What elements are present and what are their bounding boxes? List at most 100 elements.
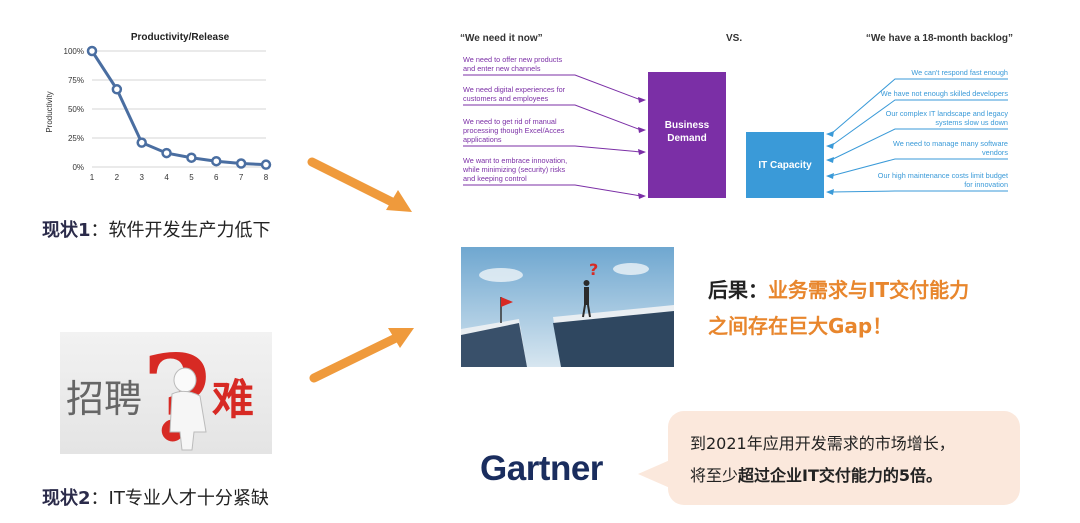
chart-series-line (90, 50, 267, 167)
business-demand-box (648, 72, 726, 198)
speech-bubble-tail (638, 460, 670, 488)
it-capacity-box (746, 132, 824, 198)
recruit-right-text: 难 (212, 375, 254, 424)
capacity-arrowhead-icon (826, 143, 834, 149)
status1-label: 现状1 (42, 220, 91, 241)
consequence-text: 后果：业务需求与IT交付能力 之间存在巨大Gap！ (708, 272, 1028, 344)
capacity-item-text: We need to manage many software (893, 139, 1008, 148)
chart-x-tick-label: 4 (164, 173, 169, 182)
recruitment-difficulty-image: 招聘 ? 难 (60, 332, 272, 454)
capacity-arrow-line (830, 78, 1008, 135)
demand-arrow-line (463, 104, 642, 131)
capacity-arrow-line (830, 158, 1008, 177)
capacity-item: We can't respond fast enough (826, 68, 1008, 137)
chart-x-tick-label: 3 (139, 173, 144, 182)
chart-data-point (186, 152, 197, 163)
bubble-line2-bold: 超过企业IT交付能力的5倍。 (738, 466, 943, 485)
orange-arrow-up-icon (309, 328, 414, 383)
demand-item-text: and keeping control (463, 174, 527, 183)
demand-item-text: We want to embrace innovation, (463, 156, 567, 165)
consequence-line1: 业务需求与IT交付能力 (768, 278, 970, 302)
capacity-arrow-line (830, 128, 1008, 161)
capacity-arrowhead-icon (826, 189, 834, 195)
consequence-label: 后果： (708, 278, 768, 302)
chart-x-tick-label: 1 (90, 173, 95, 182)
vs-label: VS. (726, 33, 742, 44)
demand-item-text: applications (463, 135, 502, 144)
cliff-question-mark: ? (589, 260, 598, 279)
business-box-line1: Business (665, 120, 710, 131)
speech-bubble-text: 到2021年应用开发需求的市场增长， 将至少超过企业IT交付能力的5倍。 (690, 428, 1010, 492)
capacity-arrowhead-icon (826, 173, 834, 179)
gartner-logo-text: Gartner (480, 449, 603, 488)
productivity-chart-svg: Productivity/Release Productivity 0% 25% 5… (45, 32, 272, 182)
chart-data-point (161, 147, 172, 159)
question-mark-person-icon: 招聘 ? 难 (66, 332, 254, 454)
capacity-item-text: systems slow us down (935, 118, 1008, 127)
speech-bubble (668, 411, 1020, 505)
gartner-logo: Gartner (480, 449, 603, 489)
chart-x-tick-label: 6 (214, 173, 219, 182)
capacity-item-text: Our high maintenance costs limit budget (878, 171, 1008, 180)
demand-item-text: We need digital experiences for (463, 85, 566, 94)
status2-label: 现状2 (42, 488, 91, 509)
chart-y-tick-label: 25% (68, 134, 84, 143)
demand-item: We want to embrace innovation,while mini… (462, 156, 646, 199)
status1-text: 现状1：软件开发生产力低下 (42, 216, 271, 242)
left-heading: “We need it now” (460, 33, 543, 44)
demand-arrowhead-icon (638, 97, 646, 103)
recruit-left-text: 招聘 (66, 377, 142, 421)
capacity-item-text: We can't respond fast enough (911, 68, 1008, 77)
chart-y-axis-label: Productivity (45, 91, 54, 132)
status1-description: ：软件开发生产力低下 (90, 220, 271, 241)
demand-arrow-line (463, 74, 642, 101)
capacity-arrowhead-icon (826, 157, 834, 163)
chart-data-point (260, 159, 272, 170)
demand-arrowhead-icon (638, 127, 646, 133)
chart-data-point (86, 45, 98, 57)
bubble-line2-prefix: 将至少 (690, 466, 739, 485)
capacity-item: Our complex IT landscape and legacysyste… (826, 109, 1008, 163)
capacity-arrow-line (830, 190, 1008, 193)
status2-text: 现状2：IT专业人才十分紧缺 (42, 484, 269, 510)
capacity-item: Our high maintenance costs limit budgetf… (826, 171, 1008, 195)
capacity-item-text: vendors (982, 148, 1008, 157)
productivity-chart: Productivity/Release Productivity 0% 25% 5… (40, 28, 285, 188)
chart-title: Productivity/Release (131, 32, 230, 43)
status2-description: ：IT专业人才十分紧缺 (90, 488, 269, 509)
demand-arrow-line (463, 184, 642, 197)
cliff-gap-icon: ? (461, 247, 674, 367)
chart-x-tick-label: 2 (115, 173, 120, 182)
capacity-item-text: Our complex IT landscape and legacy (886, 109, 1009, 118)
chart-x-tick-label: 8 (264, 173, 269, 182)
demand-item: We need digital experiences forcustomers… (463, 85, 646, 133)
consequence-line2: 之间存在巨大Gap！ (708, 314, 893, 338)
demand-arrowhead-icon (638, 193, 646, 199)
capacity-item: We have not enough skilled developers (826, 89, 1008, 149)
demand-item-text: and enter new channels (463, 64, 541, 73)
demand-arrowhead-icon (638, 149, 646, 155)
right-heading: “We have a 18-month backlog” (866, 33, 1013, 44)
cliff-gap-image: ? (461, 247, 674, 367)
chart-y-tick-label: 50% (68, 105, 84, 114)
capacity-item-text: for innovation (964, 180, 1008, 189)
it-box-label: IT Capacity (758, 160, 812, 171)
chart-data-point (211, 155, 222, 167)
business-vs-it-diagram: “We need it now” VS. “We have a 18-month… (455, 28, 1020, 208)
demand-item-text: We need to get rid of manual (463, 117, 557, 126)
chart-y-tick-label: 75% (68, 76, 84, 85)
chart-data-point (111, 84, 123, 95)
capacity-arrow-line (830, 99, 1008, 147)
capacity-arrowhead-icon (826, 131, 834, 137)
chart-x-tick-label: 5 (189, 173, 194, 182)
chart-data-point (136, 137, 147, 148)
demand-item-text: while minimizing (security) risks (462, 165, 566, 174)
demand-item-text: processing though Excel/Acces (463, 126, 565, 135)
demand-item-text: customers and employees (463, 94, 549, 103)
chart-y-tick-label: 0% (72, 163, 84, 172)
chart-x-tick-label: 7 (239, 173, 244, 182)
bubble-line1: 到2021年应用开发需求的市场增长， (690, 434, 955, 453)
